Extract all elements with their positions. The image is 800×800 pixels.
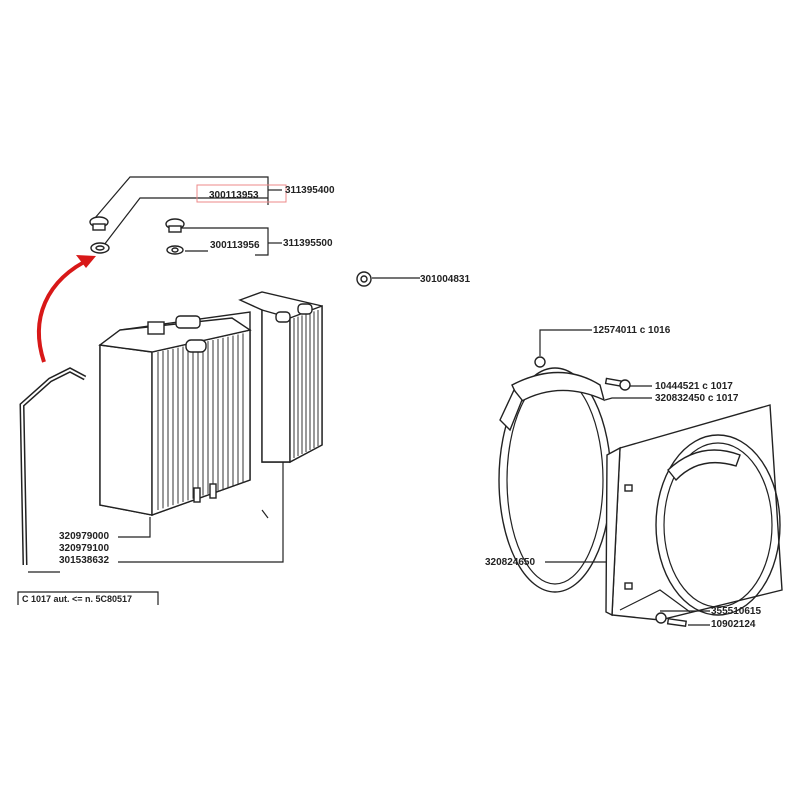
part-number-10902124: 10902124 bbox=[711, 619, 756, 630]
part-number-320979100: 320979100 bbox=[59, 543, 109, 554]
cooler-washer-icon bbox=[166, 245, 184, 255]
nut-icon bbox=[356, 271, 372, 287]
bolt-icon bbox=[604, 377, 631, 391]
part-number-301538632: 301538632 bbox=[59, 555, 109, 566]
radiator-cap-icon bbox=[89, 216, 109, 231]
part-number-12574011: 12574011 c 1016 bbox=[593, 325, 671, 336]
part-number-311395400: 311395400 bbox=[285, 185, 335, 196]
part-number-300113956: 300113956 bbox=[210, 240, 260, 251]
radiator-callout-lines bbox=[17, 462, 284, 605]
radiator-icon bbox=[98, 311, 252, 516]
cooler-cap-icon bbox=[165, 218, 185, 233]
fan-shroud-icon bbox=[605, 404, 783, 621]
part-number-320824650: 320824650 bbox=[485, 557, 535, 568]
oil-cooler-icon bbox=[238, 291, 323, 464]
red-arrow-head bbox=[76, 255, 96, 268]
part-number-10444521: 10444521 c 1017 bbox=[655, 381, 733, 392]
small-nut-icon bbox=[534, 356, 546, 368]
cap-callout-lines bbox=[94, 176, 420, 279]
shroud-callout-lines bbox=[545, 561, 710, 626]
red-arrow bbox=[36, 256, 93, 363]
pipe-icon bbox=[19, 367, 87, 566]
highlight-box bbox=[196, 184, 287, 203]
washer-bolt-icon bbox=[655, 612, 687, 628]
part-number-300113953: 300113953 bbox=[209, 190, 259, 201]
ring-callout-lines bbox=[539, 329, 652, 401]
part-number-320832450: 320832450 c 1017 bbox=[655, 393, 739, 404]
part-number-355510615: 355510615 bbox=[711, 606, 761, 617]
washer-icon bbox=[90, 242, 110, 254]
serial-note: C 1017 aut. <= n. 5C80517 bbox=[22, 594, 132, 604]
part-number-311395500: 311395500 bbox=[283, 238, 333, 249]
part-number-320979000: 320979000 bbox=[59, 531, 109, 542]
part-number-301004831: 301004831 bbox=[420, 274, 470, 285]
